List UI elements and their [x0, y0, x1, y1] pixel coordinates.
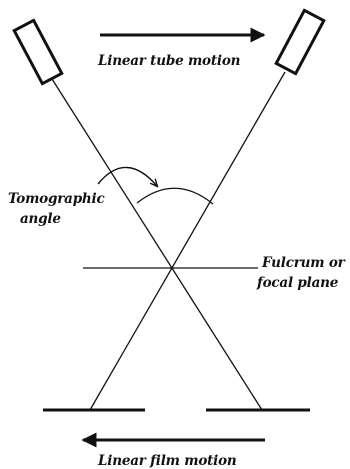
- right-beam-line: [89, 71, 286, 411]
- left-xray-tube: [12, 18, 64, 86]
- fulcrum-label-line2: focal plane: [256, 275, 339, 291]
- tomographic-angle-arc: [136, 187, 214, 205]
- film-motion-label: Linear film motion: [97, 453, 237, 469]
- left-beam-line: [51, 78, 263, 411]
- tomographic-angle-label-line1: Tomographic: [8, 191, 105, 207]
- fulcrum-label-line1: Fulcrum or: [261, 255, 346, 271]
- tomographic-angle-label-line2: angle: [20, 211, 61, 227]
- tube-motion-label: Linear tube motion: [97, 53, 240, 69]
- angle-pointer-arrow: [97, 166, 157, 186]
- right-xray-tube: [274, 8, 326, 76]
